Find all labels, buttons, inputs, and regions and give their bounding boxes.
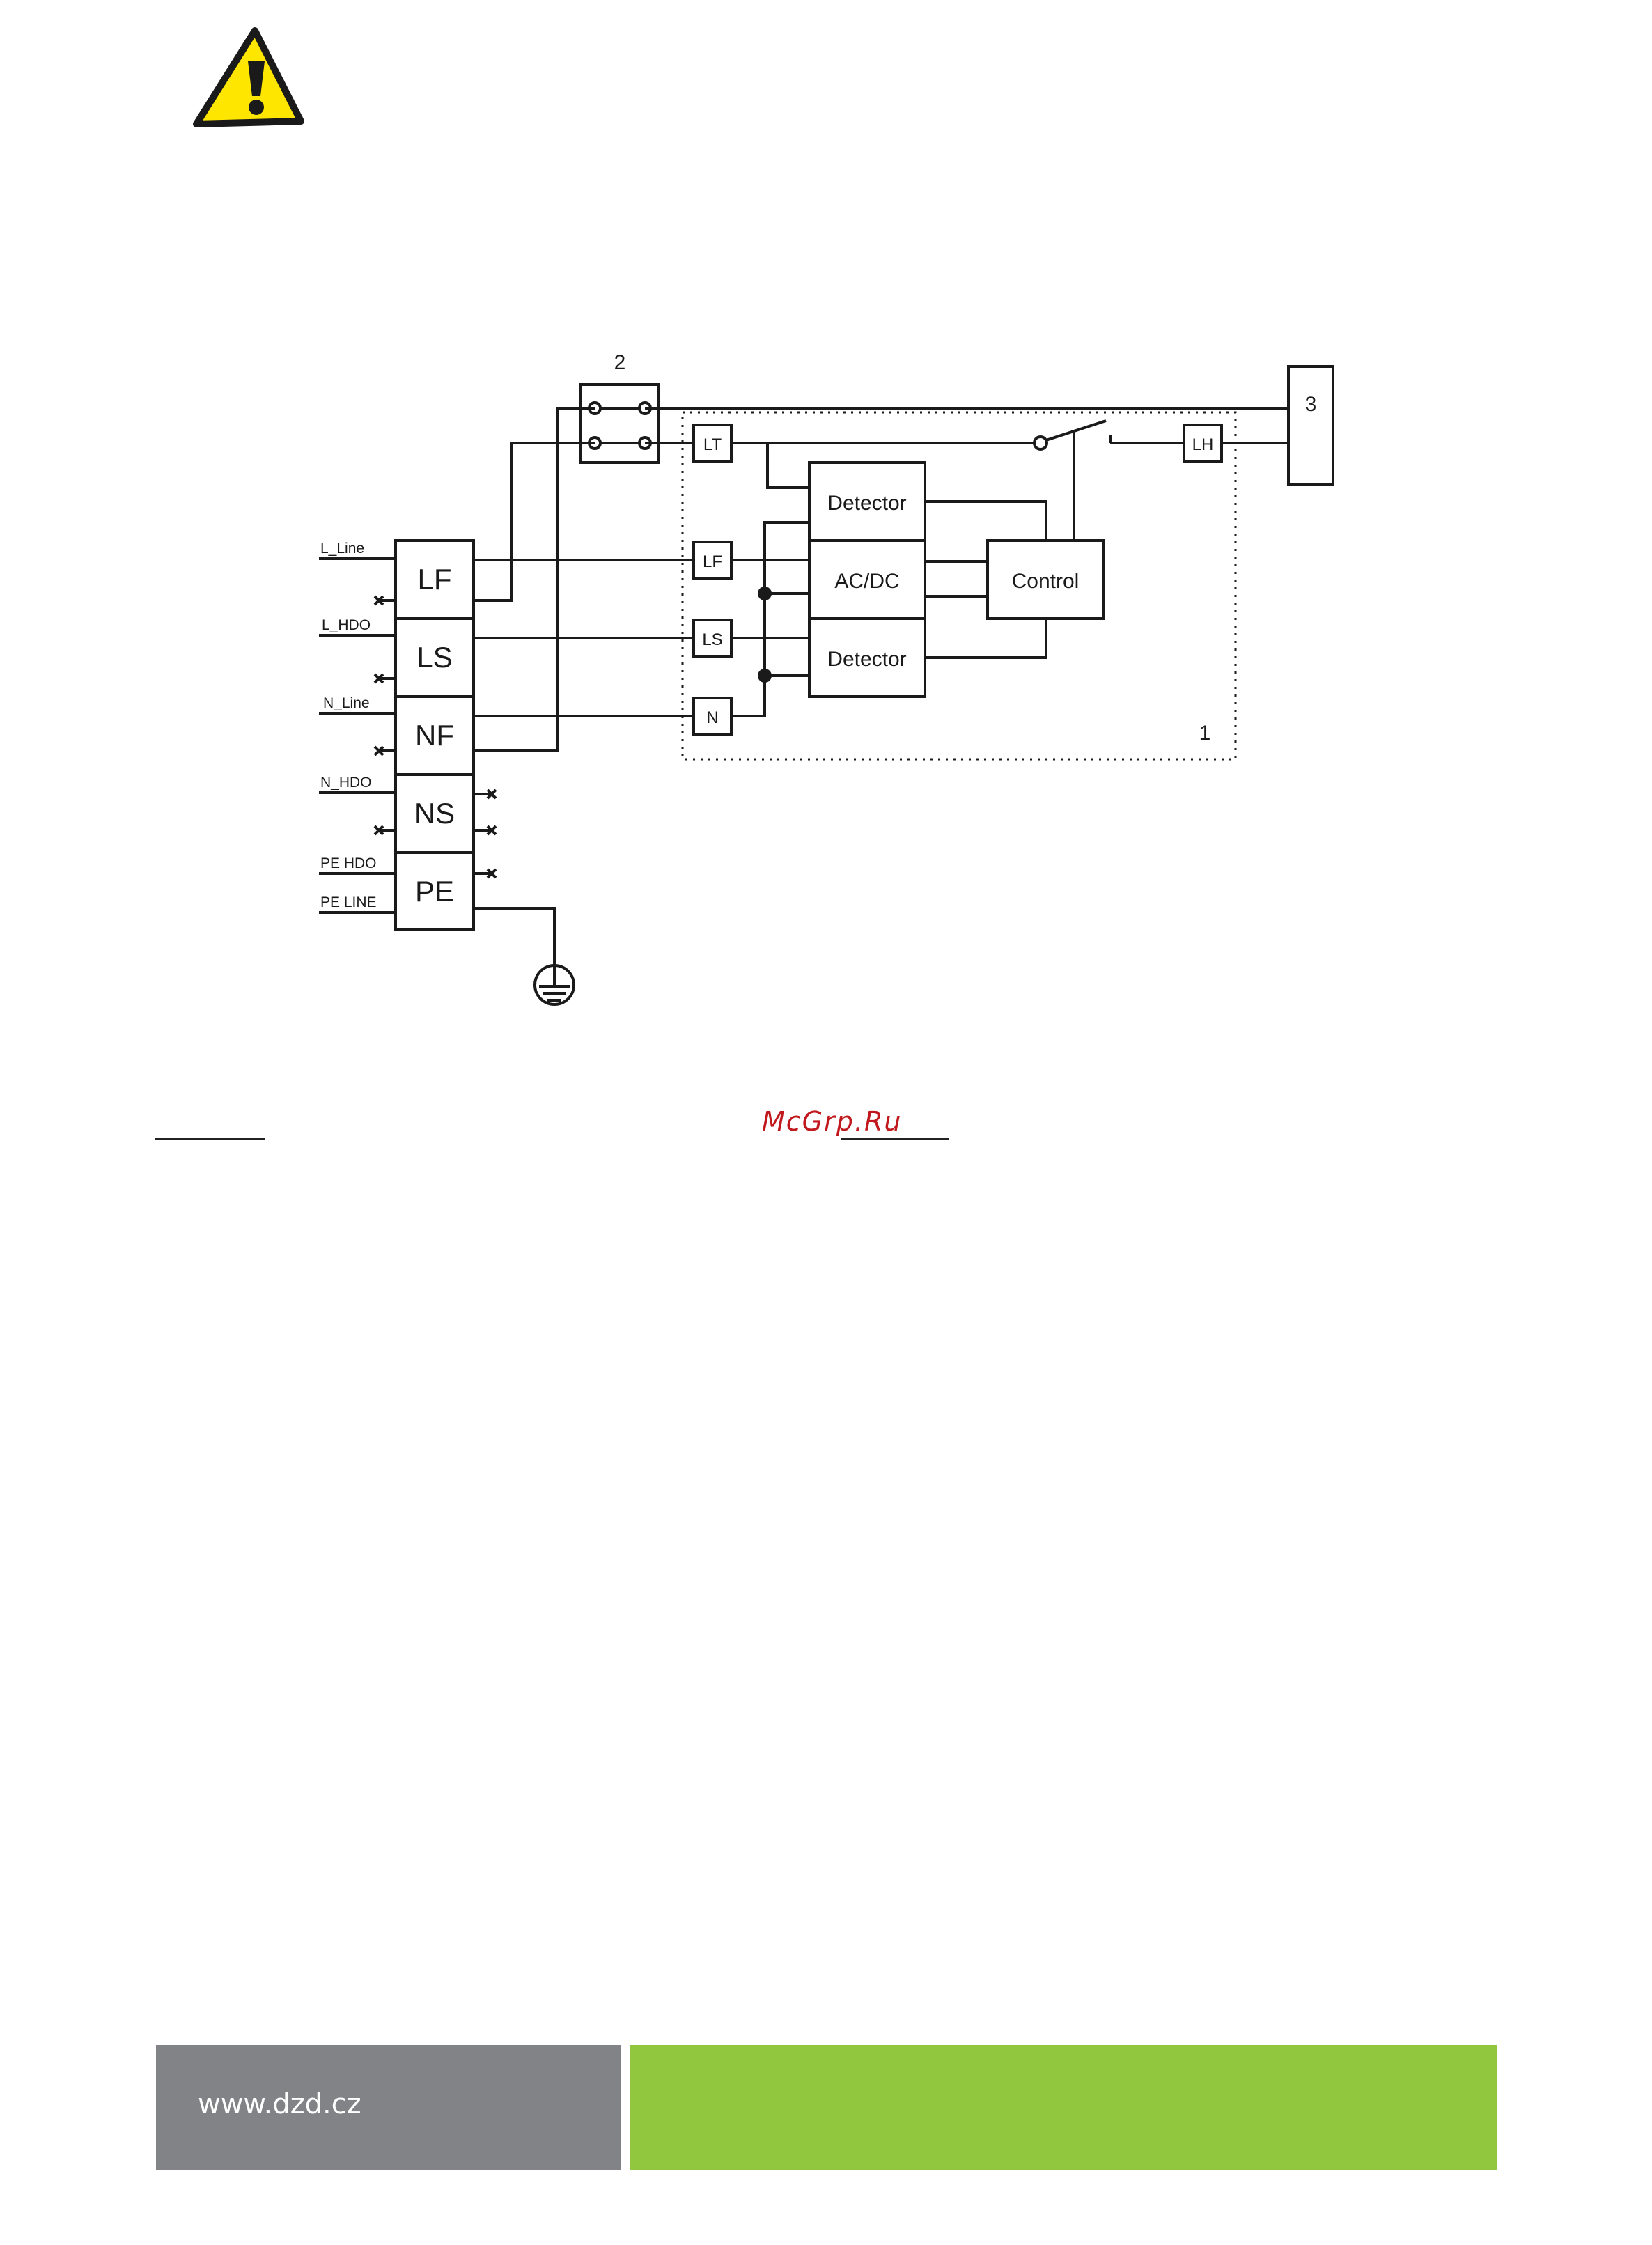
control-label: Control: [1012, 570, 1080, 593]
terminal-ns-label: NS: [414, 797, 455, 830]
detector-bottom-label: Detector: [827, 648, 906, 671]
terminal-ls-label: LS: [416, 641, 452, 674]
terminal-nf-label: NF: [415, 719, 454, 752]
footer-green-bar: [630, 2045, 1497, 2170]
n-inner-label: N: [706, 708, 718, 727]
l-line-label: L_Line: [320, 541, 364, 557]
ls-inner-label: LS: [702, 630, 722, 649]
footer-gray-bar: www.dzd.cz: [156, 2045, 621, 2170]
divider-right: [841, 1138, 949, 1140]
pe-hdo-label: PE HDO: [320, 855, 377, 871]
warning-triangle-icon: [196, 31, 301, 124]
divider-left: [155, 1138, 265, 1140]
box-3: [1288, 366, 1333, 485]
earth-ground-icon: [535, 965, 574, 1004]
terminal-pe-label: PE: [415, 875, 454, 908]
pe-line-label: PE LINE: [320, 894, 377, 910]
detector-top-label: Detector: [827, 492, 906, 515]
footer-url[interactable]: www.dzd.cz: [198, 2088, 361, 2120]
lh-label: LH: [1192, 435, 1214, 454]
terminal-lf-label: LF: [417, 563, 451, 596]
lt-label: LT: [703, 435, 722, 454]
breaker-2: [581, 384, 659, 463]
lf-inner-label: LF: [703, 552, 722, 571]
n-line-label: N_Line: [323, 695, 370, 711]
breaker-2-label: 2: [614, 351, 626, 374]
acdc-label: AC/DC: [834, 570, 899, 593]
module-1-label: 1: [1199, 722, 1211, 745]
box-3-label: 3: [1305, 393, 1317, 416]
n-hdo-label: N_HDO: [320, 775, 372, 791]
l-hdo-label: L_HDO: [322, 617, 371, 633]
watermark: McGrp.Ru: [762, 1106, 902, 1137]
